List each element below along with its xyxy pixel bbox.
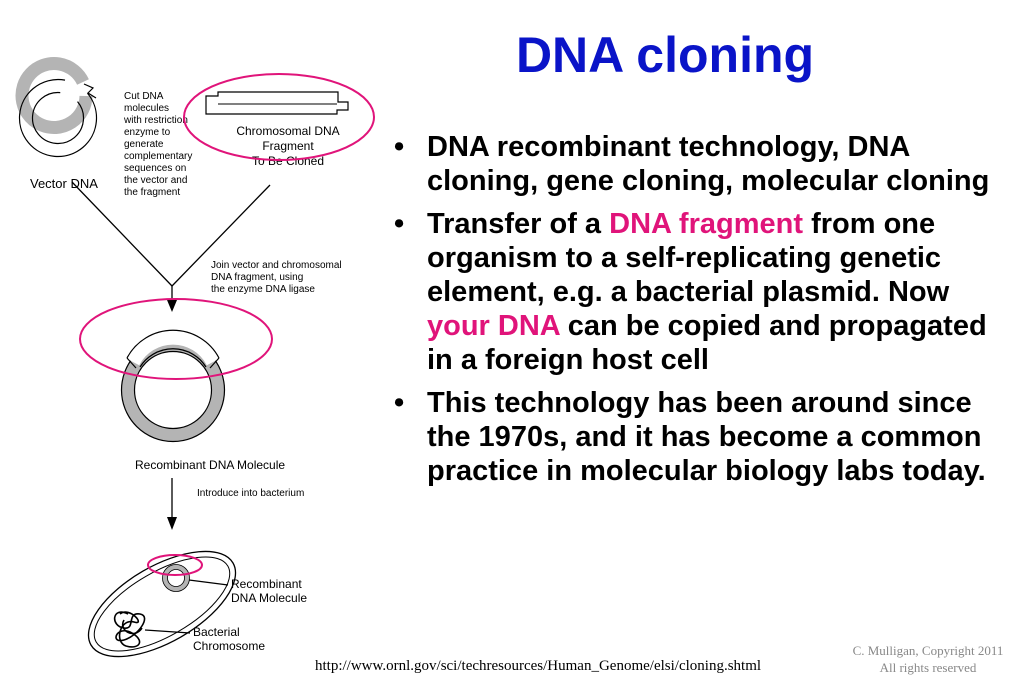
fragment-label: Chromosomal DNA Fragment To Be Cloned [236, 124, 339, 168]
recombinant-label: Recombinant DNA Molecule [135, 458, 285, 472]
cut-note-line: molecules [124, 103, 169, 114]
cut-note-line: the vector and [124, 175, 187, 186]
arrow-head-1 [167, 300, 177, 312]
cut-note-line: complementary [124, 151, 192, 162]
cell-recombinant-label: Recombinant DNA Molecule [231, 577, 307, 605]
vector-dna-label: Vector DNA [30, 176, 98, 191]
join-line-right [171, 184, 271, 287]
copyright-line: C. Mulligan, Copyright 2011 [852, 643, 1004, 658]
join-line-left [71, 181, 173, 287]
cut-note-line: the fragment [124, 187, 180, 198]
cell-recombinant-label-line: Recombinant [231, 577, 302, 591]
highlighted-term: your DNA [427, 310, 560, 342]
bullet-item: • This technology has been around since t… [392, 386, 1012, 488]
slide-title: DNA cloning [515, 27, 815, 83]
cut-note-line: with restriction [123, 115, 188, 126]
recombinant-plasmid [120, 329, 226, 443]
cell-chromosome-label: Bacterial Chromosome [193, 625, 265, 653]
bullet-text: can be copied and propagated in a foreig… [427, 310, 987, 376]
source-url[interactable]: http://www.ornl.gov/sci/techresources/Hu… [315, 658, 762, 674]
fragment-label-line: Fragment [262, 139, 314, 153]
cut-note-line: enzyme to [124, 127, 171, 138]
recombinant-highlight-ellipse [79, 298, 273, 380]
join-note: Join vector and chromosomal DNA fragment… [211, 260, 342, 295]
bullet-text: from one organism to a self-replicating … [427, 208, 950, 308]
bullet-text: Transfer of a [427, 208, 610, 240]
cut-note-line: Cut DNA [124, 91, 164, 102]
bullet-text: This technology has been around since th… [427, 387, 986, 487]
bullet-item: • Transfer of a DNA fragment from one org… [392, 207, 1012, 377]
vector-dna-plasmid [15, 57, 98, 158]
cut-note: Cut DNA molecules with restriction enzym… [123, 91, 192, 198]
pointer-chromosome [144, 629, 191, 634]
cell-plasmid-highlight-ellipse [147, 554, 203, 576]
cut-note-line: sequences on [124, 163, 186, 174]
cell-recombinant-label-line: DNA Molecule [231, 591, 307, 605]
introduce-note: Introduce into bacterium [197, 488, 304, 499]
cut-note-line: generate [124, 139, 164, 150]
bacterium-cell [87, 550, 237, 658]
bullet-dot-icon: • [394, 387, 405, 419]
arrow-head-2 [167, 517, 177, 530]
bullet-dot-icon: • [394, 208, 405, 240]
join-note-line: Join vector and chromosomal [211, 260, 342, 271]
bullet-item: • DNA recombinant technology, DNA cloning… [392, 130, 1012, 198]
join-note-line: DNA fragment, using [211, 272, 303, 283]
fragment-highlight-ellipse [183, 73, 375, 161]
bullet-list: • DNA recombinant technology, DNA cloning… [392, 130, 1012, 497]
join-note-line: the enzyme DNA ligase [211, 284, 315, 295]
copyright-notice: C. Mulligan, Copyright 2011 All rights r… [838, 642, 1018, 676]
bullet-text: DNA recombinant technology, DNA cloning,… [427, 131, 990, 197]
pointer-recombinant [188, 579, 229, 586]
dna-cloning-diagram: Vector DNA Cut DNA molecules with restri… [15, 57, 375, 658]
cell-chromosome-label-line: Chromosome [193, 639, 265, 653]
copyright-line: All rights reserved [879, 660, 977, 675]
chromosomal-fragment [205, 91, 349, 115]
cell-chromosome-label-line: Bacterial [193, 625, 240, 639]
fragment-label-line: Chromosomal DNA [236, 124, 339, 138]
fragment-label-line: To Be Cloned [252, 154, 324, 168]
bullet-dot-icon: • [394, 131, 405, 163]
highlighted-term: DNA fragment [609, 208, 804, 240]
